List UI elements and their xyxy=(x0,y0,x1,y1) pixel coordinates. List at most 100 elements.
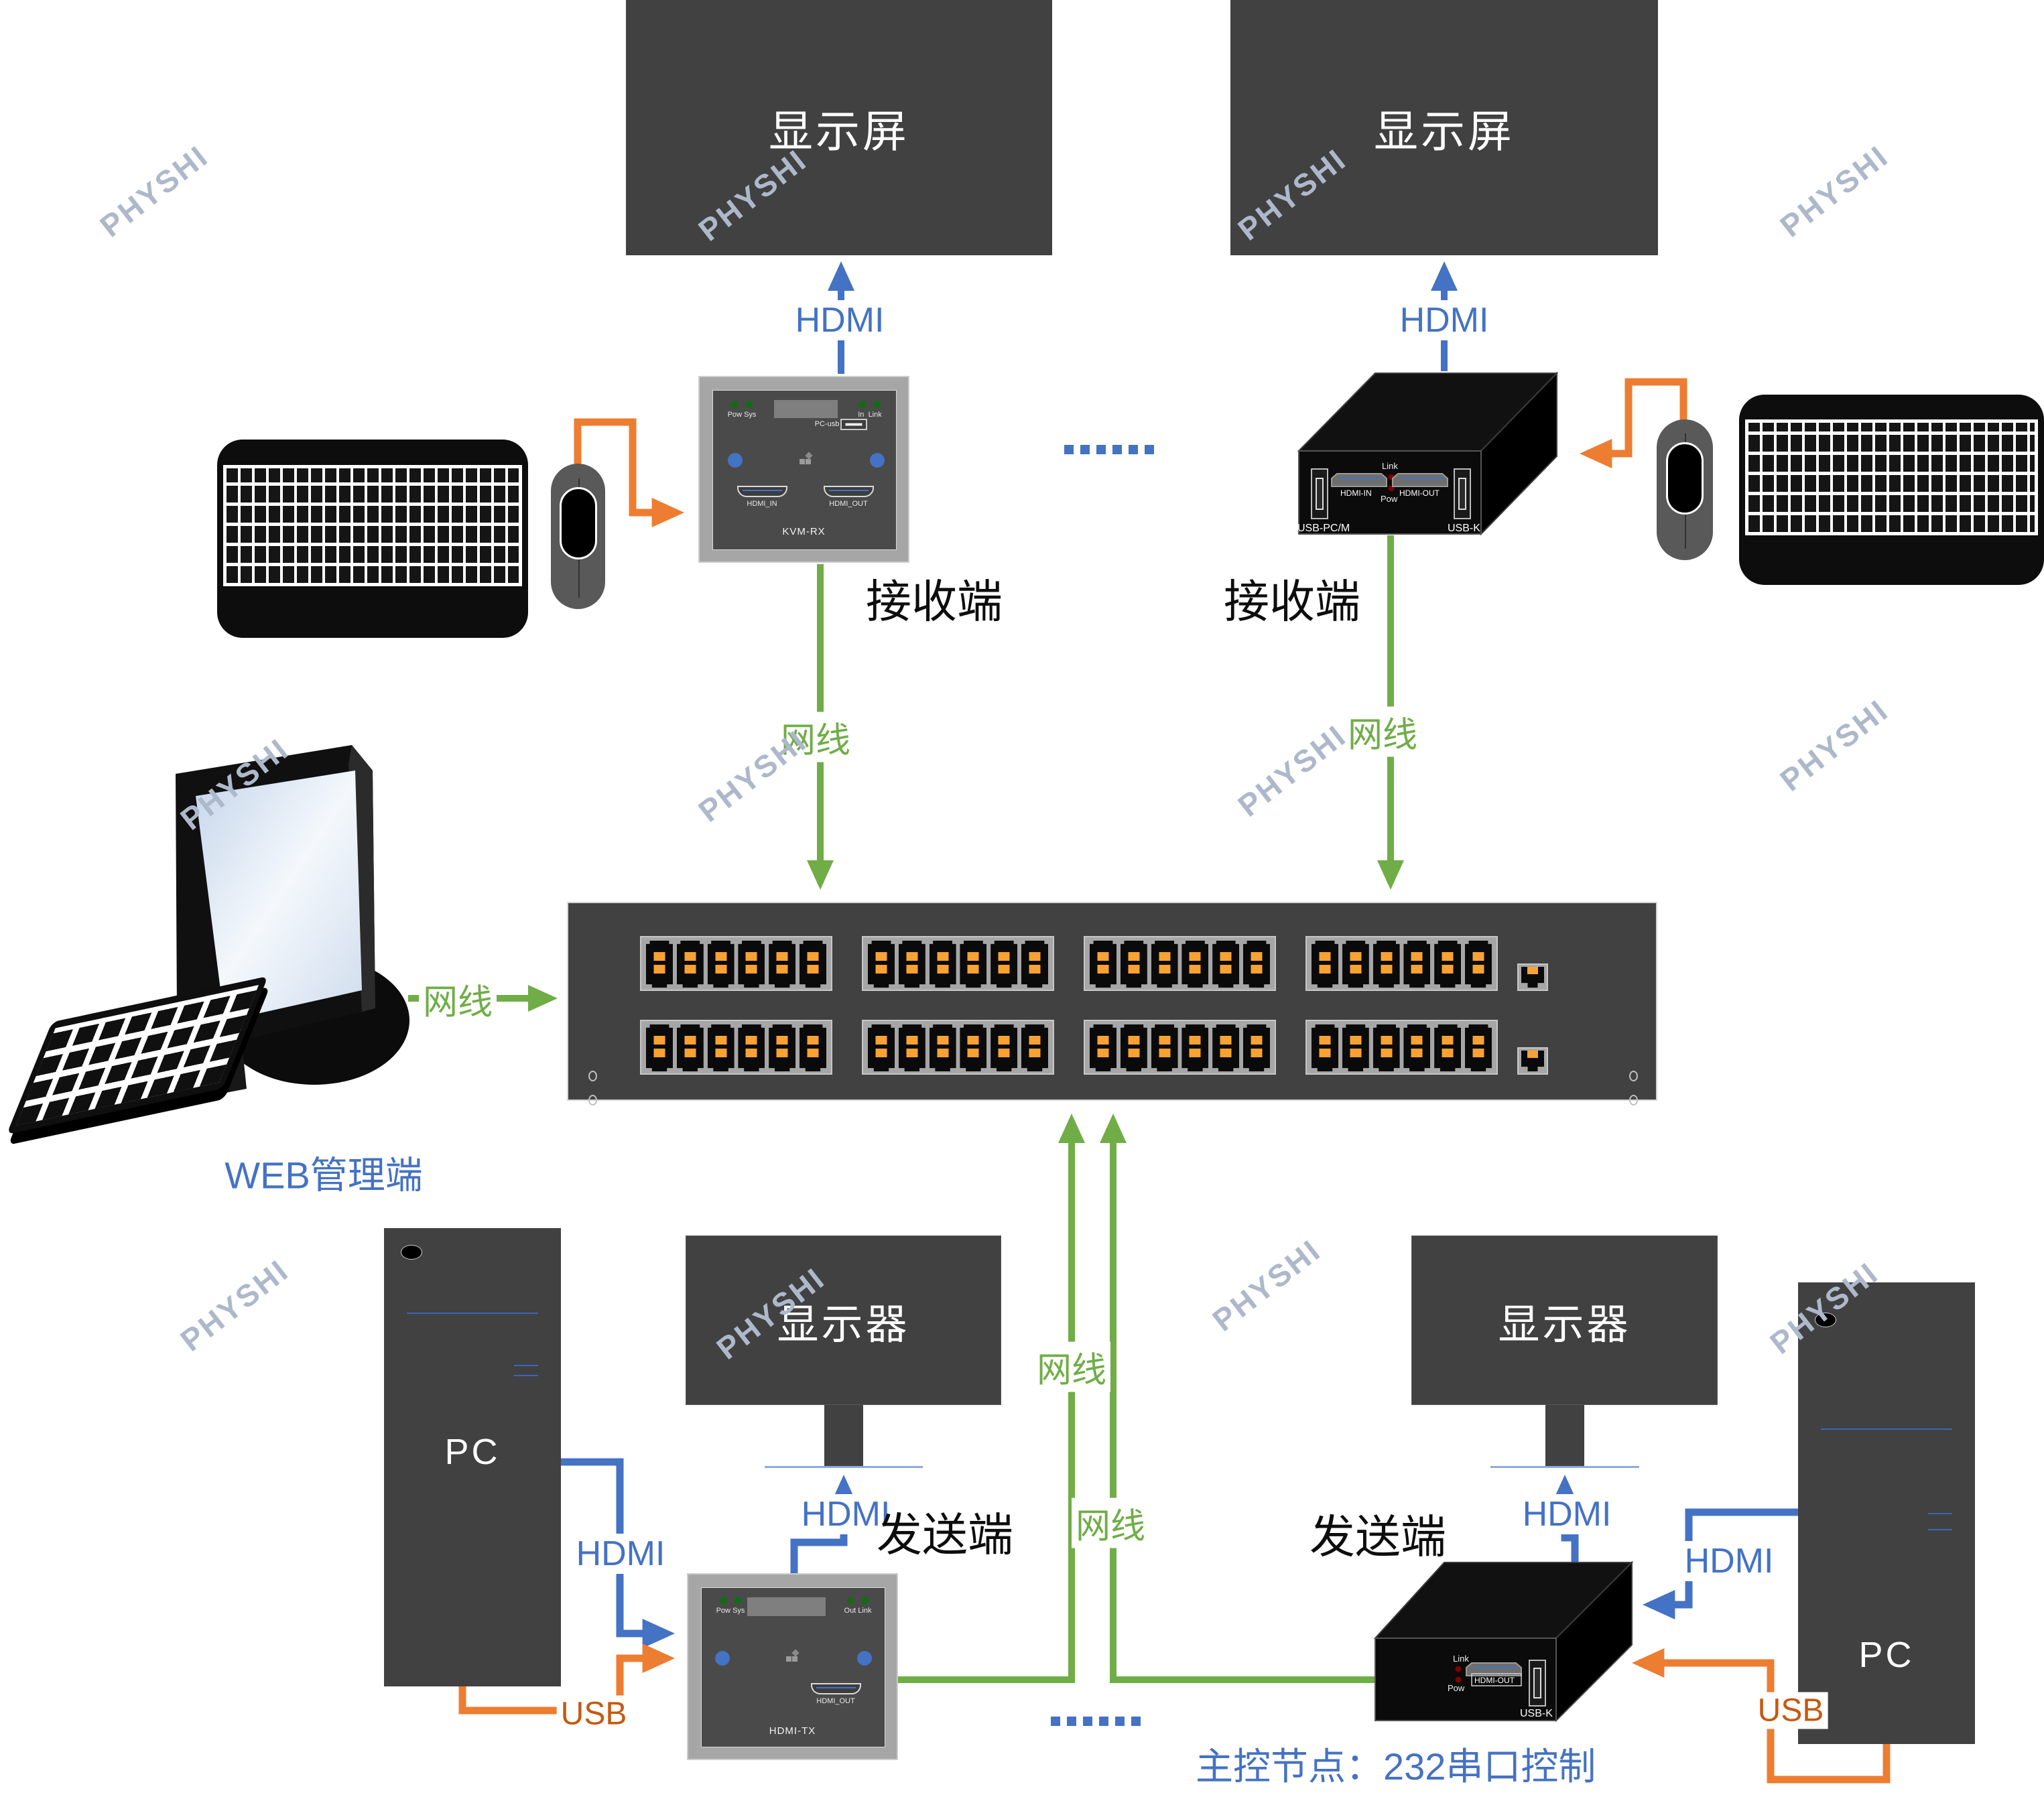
keyboard-top-left xyxy=(217,440,528,638)
net-label-rx2: 网线 xyxy=(1343,706,1422,757)
rj45-port xyxy=(1464,941,1492,988)
rj45-port xyxy=(1372,941,1400,988)
hdmi-tx-lcd xyxy=(747,1597,826,1616)
link-led xyxy=(861,1597,869,1605)
rj45-port xyxy=(1120,1024,1147,1071)
hdmi-label-monitor-left: HDMI xyxy=(795,1494,896,1534)
rj45-port xyxy=(1090,941,1116,988)
rj45-port xyxy=(898,941,925,988)
usb-label-right: USB xyxy=(1753,1692,1828,1729)
net-label-tx1: 网线 xyxy=(1032,1341,1111,1392)
switch-port-row-2 xyxy=(640,1020,1498,1075)
rj45-port xyxy=(1212,941,1240,988)
kvm-rx-plate: Pow Sys In Link PC-usb HDMI_IN HDMI_OUT … xyxy=(698,376,909,563)
brand-logo-icon xyxy=(800,452,813,465)
pc-tower-left: PC xyxy=(384,1228,561,1686)
kvm-rx-lcd xyxy=(774,400,838,418)
rj45-port xyxy=(676,1024,704,1071)
rj45-port-group xyxy=(640,936,832,991)
kvm-rx-hdmi-in-label: HDMI_IN xyxy=(747,500,777,508)
hdmi-tx-link-label: Link xyxy=(858,1607,872,1615)
net-label-rx1: 网线 xyxy=(776,712,855,762)
rj45-port xyxy=(738,1024,765,1071)
pc-left-label: PC xyxy=(444,1432,501,1472)
display-screen-1: 显示屏 xyxy=(626,0,1052,255)
transmitter-box-3d: Link Pow HDMI-OUT USB-K xyxy=(1373,1560,1634,1723)
ellipsis-dots-bottom xyxy=(1051,1717,1147,1726)
web-admin-label: WEB管理端 xyxy=(225,1154,423,1197)
rj45-port xyxy=(960,1024,987,1071)
box-rx-link-label: Link xyxy=(1382,461,1398,471)
rj45-port xyxy=(799,1024,826,1071)
hdmi-tx-button-left xyxy=(715,1651,730,1666)
rj45-port xyxy=(1434,1024,1462,1071)
rj45-port xyxy=(769,941,796,988)
screw-hole xyxy=(588,1095,597,1106)
mouse-top-left xyxy=(551,464,605,609)
out-led xyxy=(846,1597,854,1605)
hdmi-in-port xyxy=(737,486,787,497)
sys-led xyxy=(734,1597,742,1605)
net-cable-tx1 xyxy=(898,1114,1085,1683)
rj45-port-group xyxy=(1305,1020,1498,1075)
hdmi-out-port xyxy=(811,1683,861,1694)
rj45-port-group xyxy=(1305,936,1498,991)
display-screen-2-label: 显示屏 xyxy=(1374,106,1515,156)
keyboard-top-right xyxy=(1739,395,2044,585)
hdmi-tx-out-label: Out xyxy=(844,1607,856,1615)
rj45-port xyxy=(1151,1024,1178,1071)
tower-port-line xyxy=(514,1375,538,1376)
monitor-right-stand xyxy=(1545,1405,1584,1467)
ellipsis-dots-top xyxy=(1064,445,1161,454)
hdmi-label-pc-right: HDMI xyxy=(1679,1541,1779,1581)
rj45-port xyxy=(898,1024,925,1071)
tower-slot-line xyxy=(407,1313,538,1314)
rj45-port xyxy=(1464,1024,1492,1071)
box-tx-link-label: Link xyxy=(1453,1654,1469,1664)
transmitter-label-2: 发送端 xyxy=(1309,1512,1447,1563)
tower-port-line xyxy=(514,1365,538,1366)
box-tx-hdmi-out-label: HDMI-OUT xyxy=(1474,1676,1515,1685)
kvm-rx-button-right xyxy=(870,453,885,468)
hdmi-out-port xyxy=(824,486,874,497)
rj45-port xyxy=(868,941,895,988)
monitor-right: 显示器 xyxy=(1411,1236,1718,1405)
rj45-port xyxy=(1312,1024,1338,1071)
hdmi-tx-plate: Pow Sys Out Link HDMI_OUT HDMI-TX xyxy=(687,1573,898,1760)
monitor-left-stand xyxy=(824,1405,863,1467)
web-admin-monitor xyxy=(176,745,409,1097)
rj45-port xyxy=(799,941,826,988)
receiver-label-1: 接收端 xyxy=(865,576,1003,628)
rj45-port xyxy=(1181,941,1209,988)
rj45-port xyxy=(738,941,765,988)
rj45-port xyxy=(1120,941,1147,988)
rj45-port xyxy=(1372,1024,1400,1071)
display-screen-2: 显示屏 xyxy=(1230,0,1658,255)
rj45-port xyxy=(1090,1024,1116,1071)
screw-hole xyxy=(1629,1071,1638,1081)
hdmi-elbow-monitor-left xyxy=(790,1530,848,1573)
pc-right-label: PC xyxy=(1858,1635,1915,1675)
rj45-port xyxy=(1434,941,1462,988)
rj45-port xyxy=(1181,1024,1209,1071)
keyboard-keys xyxy=(223,465,522,587)
network-switch xyxy=(567,902,1657,1106)
display-screen-1-label: 显示屏 xyxy=(769,106,909,156)
tower-port-line xyxy=(1928,1529,1952,1530)
rj45-port xyxy=(1212,1024,1240,1071)
kvm-rx-in-label: In xyxy=(858,411,865,419)
kvm-rx-hdmi-out-label: HDMI_OUT xyxy=(829,500,868,508)
monitor-left-label: 显示器 xyxy=(777,1301,910,1348)
screw-hole xyxy=(588,1071,597,1081)
hdmi-tx-port-label: HDMI_OUT xyxy=(816,1697,855,1705)
box-rx-hdmi-in-label: HDMI-IN xyxy=(1340,488,1372,498)
rj45-port xyxy=(991,941,1018,988)
pow-led xyxy=(719,1597,727,1605)
kvm-rx-sys-label: Sys xyxy=(744,411,757,419)
rj45-port xyxy=(1021,1024,1048,1071)
kvm-rx-pow-label: Pow xyxy=(727,411,742,419)
power-button xyxy=(1815,1313,1836,1327)
mouse-top-right xyxy=(1657,419,1713,560)
rj45-port xyxy=(1342,1024,1369,1071)
